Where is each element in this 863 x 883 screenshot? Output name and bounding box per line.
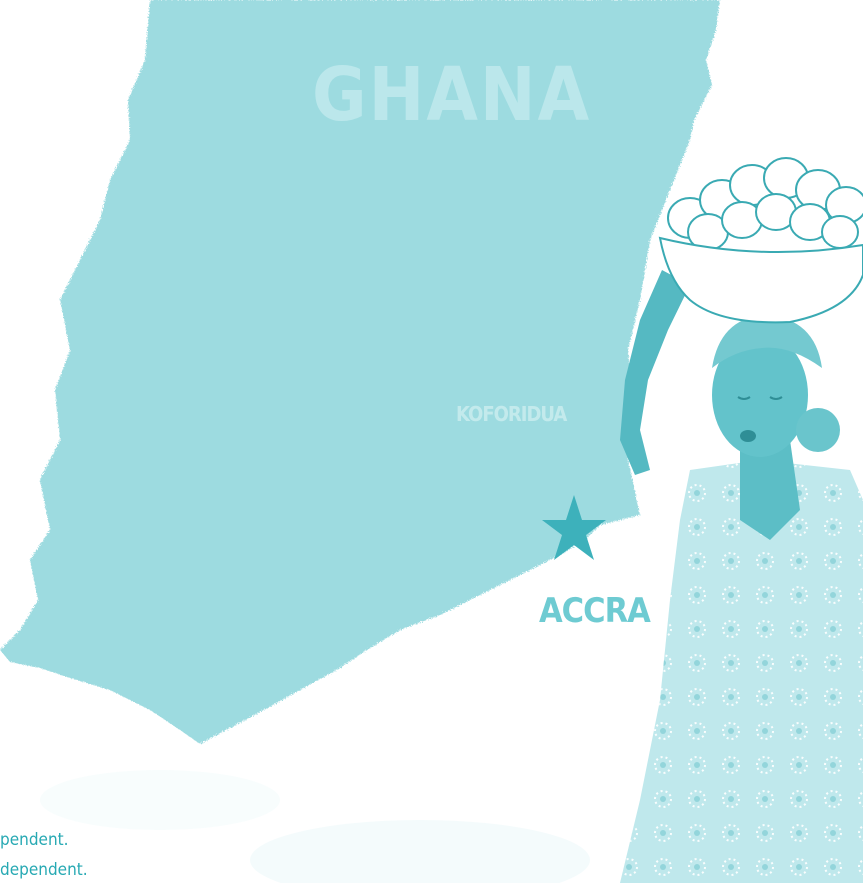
town-label: KOFORIDUA (456, 402, 567, 426)
caption-line-2: dependent. (0, 860, 88, 880)
country-label: GHANA (312, 52, 592, 138)
dress-pattern (620, 460, 863, 883)
caption-line-1: pendent. (0, 830, 69, 850)
woman-mouth (740, 430, 756, 442)
woman-neck (740, 440, 800, 540)
capital-label: ACCRA (539, 591, 651, 631)
star-icon (542, 495, 606, 560)
woman-eyes (737, 396, 783, 400)
woman-arm (620, 270, 690, 475)
ghana-map-shape (0, 0, 720, 744)
woman-hair-bun (796, 408, 840, 452)
woman-headwrap (712, 315, 822, 368)
fruit-basket (658, 157, 863, 324)
woman-head (712, 333, 808, 457)
